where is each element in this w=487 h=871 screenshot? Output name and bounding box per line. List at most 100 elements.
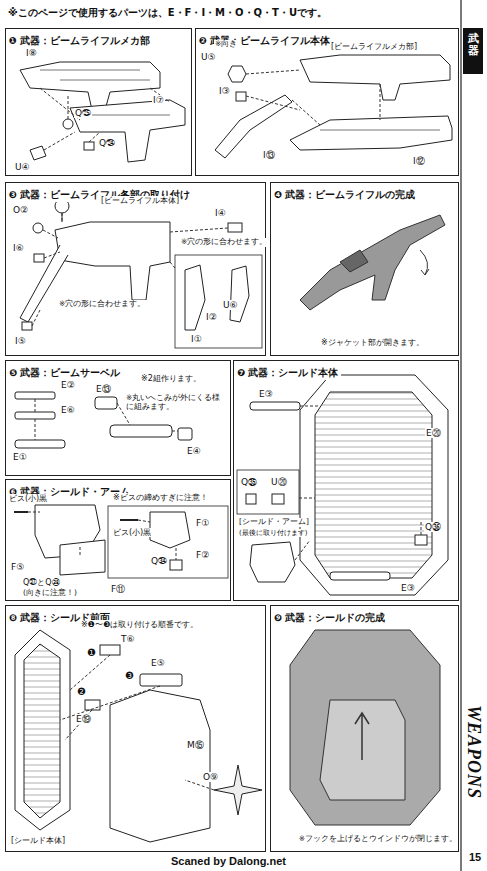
step-panel: ❸ 武器：ビームライフル各部の取り付け [5, 182, 266, 356]
rifle-mechanism [20, 62, 185, 162]
assembly-line [32, 213, 228, 326]
page-mark: Scaned by Dalong.net [170, 855, 287, 868]
callout-number: F② [195, 550, 210, 560]
beam-saber [15, 440, 65, 448]
shield-front [100, 645, 120, 655]
callout-number: I⑦ [152, 95, 165, 105]
shield-arm [108, 506, 228, 578]
shield-arm [170, 560, 182, 570]
assembly-line [295, 406, 421, 560]
step-heading: ❹ 武器：ビームライフルの完成 [271, 188, 418, 202]
shield-arm [150, 512, 190, 548]
beam-saber [15, 392, 55, 399]
step-heading: ❼ 武器：シールド本体 [234, 366, 341, 380]
rifle-assembly [55, 222, 170, 300]
callout-number: F⑤ [10, 562, 25, 572]
callout-number: E③ [400, 583, 416, 593]
beam-saber [110, 425, 172, 437]
shield-front [214, 765, 262, 815]
rifle-mechanism [84, 142, 94, 150]
shield-front [15, 630, 262, 842]
shield-front [110, 690, 210, 842]
rifle-mechanism [90, 115, 170, 116]
shield-complete [290, 630, 440, 825]
callout-number: Q㉟ [240, 477, 258, 487]
section-wordmark: WEAPONS [463, 704, 484, 800]
rifle-complete [340, 250, 368, 272]
note-text: ※ジャケット部が開きます。 [320, 338, 425, 347]
page-mark: 15 [468, 851, 482, 864]
assembly-line [295, 406, 421, 560]
shield-body [300, 375, 448, 595]
shield-front [15, 630, 70, 830]
note-text: ※穴の形に合わせます。 [180, 238, 268, 247]
callout-number: O⑨ [202, 772, 219, 782]
callout-number: I② [205, 312, 218, 322]
step-panel: ❷ 武器：ビームライフル本体 [195, 28, 459, 176]
rifle-assembly [175, 255, 262, 348]
rifle-assembly [185, 265, 205, 330]
rifle-mechanism [70, 100, 185, 162]
note-text: ビス(小)黒 [8, 494, 48, 503]
rifle-assembly [33, 223, 43, 233]
callout-number: E⑲ [75, 714, 92, 724]
shield-body [250, 402, 300, 410]
shield-body [237, 470, 299, 514]
rifle-assembly [230, 266, 249, 322]
note-text: [ビームライフルメカ部] [330, 42, 418, 51]
section-tab: 武器 [463, 28, 483, 74]
callout-number: Q㉞ [150, 556, 168, 566]
step-heading: ❾ 武器：シールドの完成 [271, 611, 388, 625]
note-text: ※2組作ります。 [140, 374, 202, 383]
note-text: Q㊲とQ㊳ [22, 578, 61, 587]
step-heading: ❺ 武器：ビームサーベル [6, 366, 123, 380]
shield-arm [14, 505, 228, 578]
rifle-complete [300, 215, 445, 310]
step-panel: ❾ 武器：シールドの完成 [270, 605, 459, 852]
shield-complete [320, 700, 405, 800]
shield-body [246, 494, 256, 504]
shield-body [237, 375, 448, 595]
step-heading: 武器 [464, 29, 483, 61]
beam-saber [15, 412, 55, 419]
callout-number: ❸ [124, 670, 135, 682]
shield-body [272, 494, 284, 504]
shield-complete [290, 630, 440, 825]
page-rule [460, 0, 461, 871]
open-arrow [421, 269, 429, 275]
rifle-complete [300, 215, 445, 310]
note-text: ※穴の形に合わせます。 [58, 300, 146, 309]
shield-body [415, 535, 427, 545]
callout-number: T⑥ [120, 634, 136, 644]
open-arrow [420, 250, 429, 275]
callout-number: E① [12, 452, 28, 462]
note-text: (最後に取り付けます) [238, 529, 308, 537]
rifle-body [228, 66, 246, 82]
note-text: ※フックを上げるとウインドウが閉じます。 [298, 835, 458, 844]
rifle-body [320, 130, 440, 131]
shield-front [24, 644, 60, 818]
step-panel: ❹ 武器：ビームライフルの完成 [270, 182, 459, 356]
note-text: ※向き [214, 40, 238, 49]
callout-number: E④ [186, 446, 202, 456]
note-text: ※丸いへこみが外にくる様に組みます。 [125, 394, 227, 411]
callout-number: Q㉔ [98, 138, 116, 148]
page-rule [460, 0, 461, 871]
shield-complete [355, 713, 369, 760]
rifle-mechanism [63, 119, 73, 129]
callout-number: E② [60, 380, 76, 390]
assembly-line [60, 655, 214, 790]
assembly-line [246, 70, 380, 125]
assembly-line [32, 213, 228, 326]
callout-number: U⑥ [222, 300, 239, 310]
callout-number: Q㊱ [424, 522, 442, 532]
callout-number: M⑮ [186, 740, 205, 750]
callout-number: Q㉕ [74, 108, 92, 118]
callout-number: E⑬ [95, 384, 112, 394]
callout-number: E⑤ [150, 658, 166, 668]
callout-number: I⑧ [25, 48, 38, 58]
assembly-line [246, 70, 380, 125]
callout-number: U⑳ [270, 477, 288, 487]
